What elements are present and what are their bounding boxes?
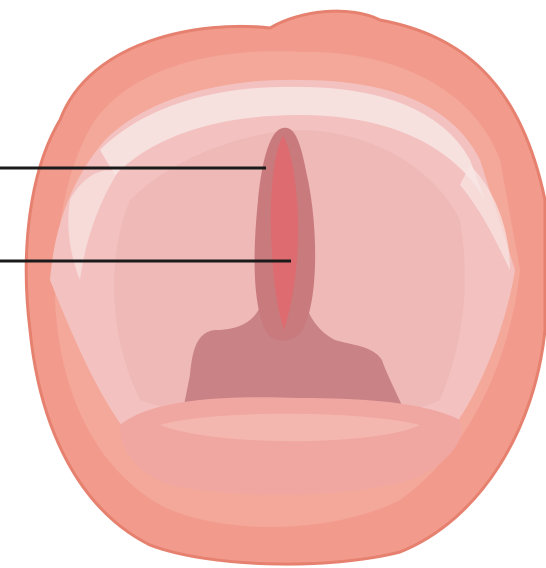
mouth-anatomy-diagram [0, 0, 546, 568]
